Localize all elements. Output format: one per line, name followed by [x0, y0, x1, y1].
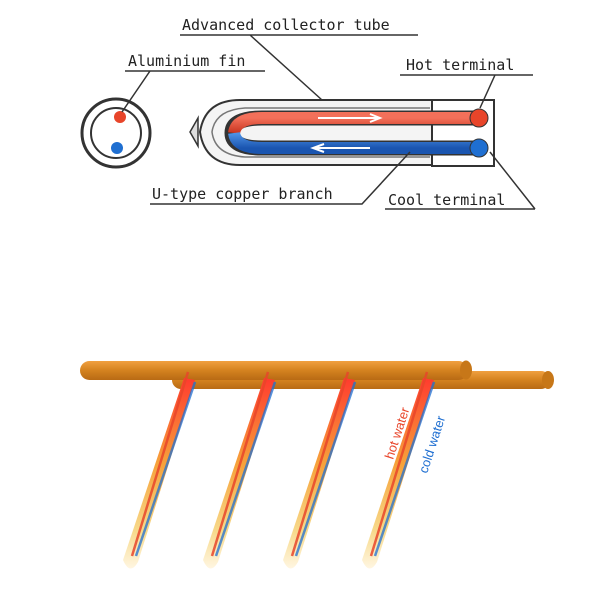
hot-riser-line — [290, 371, 350, 557]
label-u-type-branch: U-type copper branch — [152, 185, 333, 203]
cold-riser-line — [294, 381, 357, 557]
leader-lines — [121, 34, 536, 210]
cool-terminal-end — [469, 138, 489, 158]
tube-glass — [123, 378, 195, 569]
u-type-copper-branch — [224, 108, 489, 158]
label-collector-tube: Advanced collector tube — [182, 16, 390, 34]
label-cool-terminal: Cool terminal — [388, 191, 505, 209]
evacuated-tube — [283, 371, 357, 569]
hot-pipe-dot — [114, 111, 126, 123]
tube-glass — [362, 378, 434, 569]
cold-pipe-dot — [111, 142, 123, 154]
hot-flow-arrow — [318, 113, 383, 123]
hot-riser-line — [369, 371, 429, 557]
hot-riser-line — [130, 371, 190, 557]
hot-riser-line — [210, 371, 270, 557]
label-aluminium-fin: Aluminium fin — [128, 52, 245, 70]
evacuated-tube — [123, 371, 197, 569]
evacuated-tube — [362, 371, 436, 569]
heat-pipe-assembly — [80, 360, 554, 569]
label-hot-terminal: Hot terminal — [406, 56, 514, 74]
hot-header-pipe — [80, 361, 468, 380]
cold-flow-arrow — [310, 143, 370, 153]
evacuated-tube — [203, 371, 277, 569]
tube-cross-section — [80, 97, 152, 169]
tube-glass — [283, 378, 355, 569]
cold-riser-line — [373, 381, 436, 557]
hot-terminal-end — [469, 108, 489, 128]
tube-glass — [203, 378, 275, 569]
cold-riser-line — [214, 381, 277, 557]
cold-riser-line — [134, 381, 197, 557]
